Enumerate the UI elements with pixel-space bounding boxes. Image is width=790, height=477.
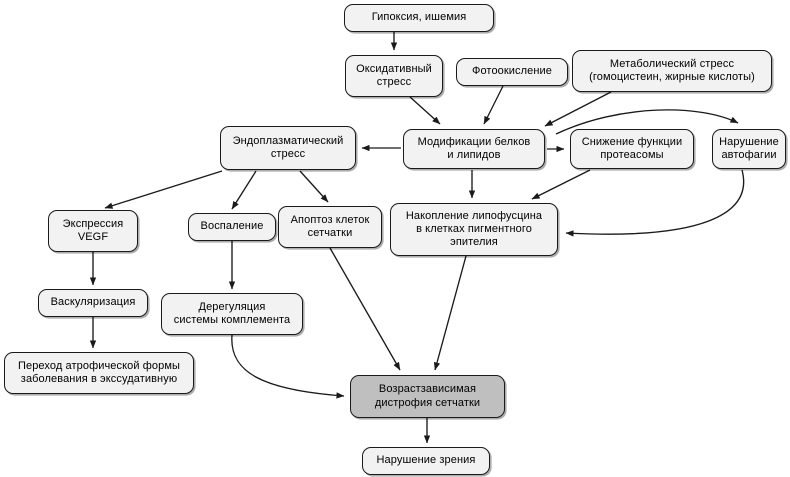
node-lipofuscin-accumulation[interactable]: Накопление липофусцина в клетках пигмент… [390, 203, 558, 256]
edge-erstress-apoptosis [299, 170, 329, 203]
node-retinal-apoptosis[interactable]: Апоптоз клеток сетчатки [278, 206, 382, 248]
node-age-related-macular-degeneration-label: Возрастзависимая дистрофия сетчатки [374, 383, 481, 409]
node-proteasome-decline[interactable]: Снижение функции протеасомы [570, 129, 694, 169]
node-autophagy-impairment[interactable]: Нарушение автофагии [712, 129, 786, 169]
node-vascularization[interactable]: Васкуляризация [38, 289, 148, 317]
node-hypoxia-label: Гипоксия, ишемия [371, 11, 467, 24]
node-inflammation[interactable]: Воспаление [188, 213, 276, 241]
node-photooxidation-label: Фотоокисление [471, 65, 553, 78]
node-atrophic-to-exudative[interactable]: Переход атрофической формы заболевания в… [4, 352, 194, 394]
node-vision-impairment[interactable]: Нарушение зрения [362, 447, 490, 475]
node-lipofuscin-accumulation-label: Накопление липофусцина в клетках пигмент… [405, 209, 543, 249]
node-metabolic-stress-label: Метаболический стресс (гомоцистеин, жирн… [589, 57, 755, 83]
node-vision-impairment-label: Нарушение зрения [376, 454, 476, 467]
node-metabolic-stress[interactable]: Метаболический стресс (гомоцистеин, жирн… [572, 50, 772, 92]
edge-complement-amd [231, 334, 345, 399]
edge-metabolic-autophagy [555, 109, 739, 135]
node-protein-lipid-modification[interactable]: Модификации белков и липидов [403, 129, 545, 169]
node-photooxidation[interactable]: Фотоокисление [456, 58, 568, 86]
node-atrophic-to-exudative-label: Переход атрофической формы заболевания в… [17, 359, 181, 385]
node-age-related-macular-degeneration[interactable]: Возрастзависимая дистрофия сетчатки [350, 375, 505, 418]
edge-photoox-modif [483, 85, 504, 125]
node-retinal-apoptosis-label: Апоптоз клеток сетчатки [290, 213, 370, 239]
edge-erstress-inflam [231, 170, 257, 210]
node-vegf-expression-label: Экспрессия VEGF [62, 217, 124, 243]
node-er-stress[interactable]: Эндоплазматический стресс [220, 126, 356, 170]
node-oxidative-stress[interactable]: Оксидативный стресс [345, 55, 443, 97]
edge-oxidative-modif [409, 96, 441, 125]
edge-apoptosis-amd [329, 247, 401, 371]
edge-erstress-vegf [104, 170, 223, 209]
node-oxidative-stress-label: Оксидативный стресс [356, 62, 432, 88]
node-proteasome-decline-label: Снижение функции протеасомы [581, 135, 683, 161]
node-protein-lipid-modification-label: Модификации белков и липидов [417, 135, 531, 161]
node-inflammation-label: Воспаление [200, 220, 264, 233]
edge-metabolic-modif [544, 91, 612, 127]
edge-autophagy-lipofuscin [565, 169, 745, 237]
node-autophagy-impairment-label: Нарушение автофагии [719, 135, 779, 161]
node-vascularization-label: Васкуляризация [50, 296, 136, 309]
edge-proteasome-lipofuscin [531, 169, 591, 200]
node-vegf-expression[interactable]: Экспрессия VEGF [48, 210, 138, 252]
node-complement-deregulation[interactable]: Дерегуляция системы комплемента [161, 293, 303, 335]
edge-lipofuscin-amd [433, 255, 467, 371]
node-complement-deregulation-label: Дерегуляция системы комплемента [173, 300, 291, 326]
node-er-stress-label: Эндоплазматический стресс [232, 134, 344, 160]
node-hypoxia[interactable]: Гипоксия, ишемия [344, 4, 494, 32]
